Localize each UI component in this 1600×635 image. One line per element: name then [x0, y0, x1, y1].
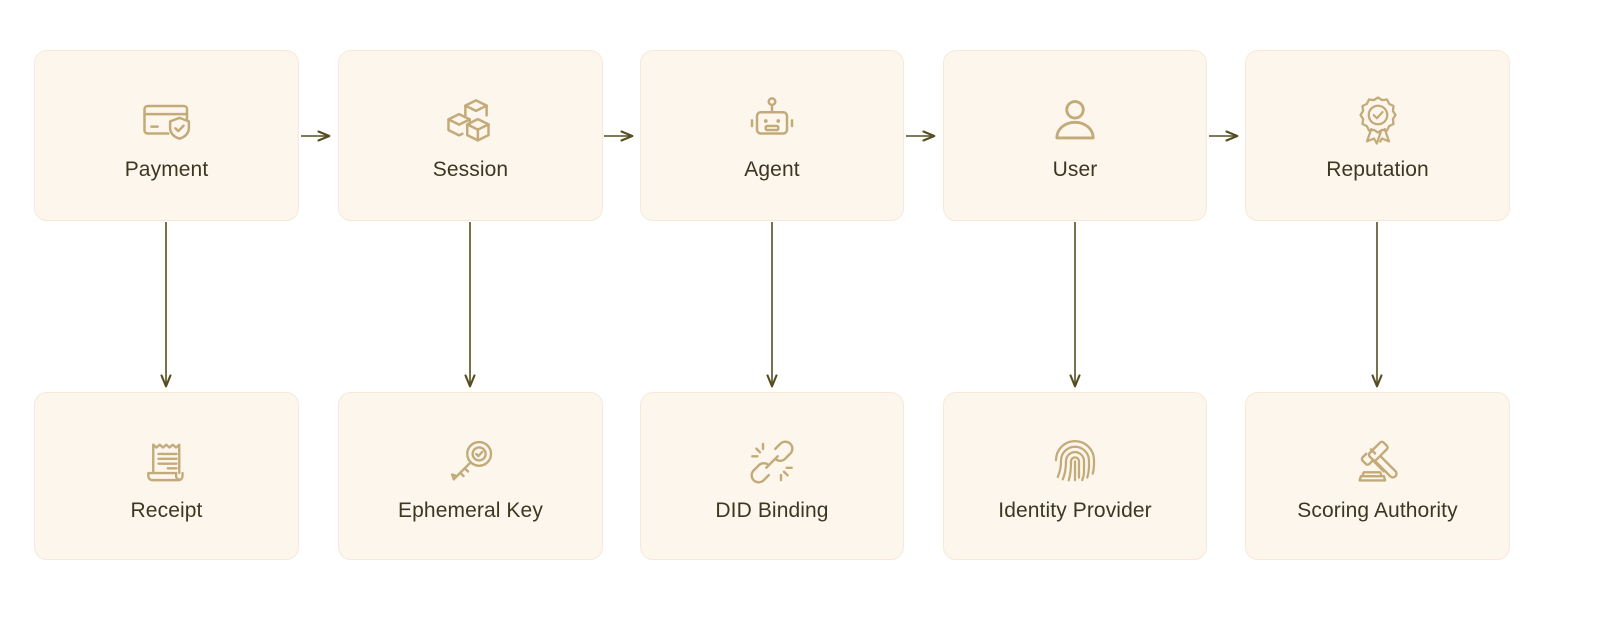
- node-payment[interactable]: Payment: [34, 50, 299, 221]
- node-identity-provider[interactable]: Identity Provider: [943, 392, 1207, 560]
- node-session[interactable]: Session: [338, 50, 603, 221]
- node-did-binding[interactable]: DID Binding: [640, 392, 904, 560]
- credit-card-shield-icon: [137, 91, 197, 151]
- node-reputation[interactable]: Reputation: [1245, 50, 1510, 221]
- node-label-receipt: Receipt: [130, 498, 203, 522]
- boxes-icon: [441, 91, 501, 151]
- node-ephemeral-key[interactable]: Ephemeral Key: [338, 392, 603, 560]
- node-user[interactable]: User: [943, 50, 1207, 221]
- chain-link-icon: [742, 432, 802, 492]
- fingerprint-icon: [1045, 432, 1105, 492]
- node-label-agent: Agent: [744, 158, 800, 181]
- node-agent[interactable]: Agent: [640, 50, 904, 221]
- node-label-did-binding: DID Binding: [715, 498, 829, 522]
- robot-icon: [742, 91, 802, 151]
- gavel-icon: [1348, 432, 1408, 492]
- node-label-payment: Payment: [124, 158, 209, 181]
- node-label-scoring-authority: Scoring Authority: [1297, 498, 1458, 522]
- key-check-icon: [441, 432, 501, 492]
- node-label-identity-provider: Identity Provider: [998, 498, 1152, 522]
- node-receipt[interactable]: Receipt: [34, 392, 299, 560]
- award-ribbon-check-icon: [1348, 91, 1408, 151]
- node-label-user: User: [1052, 158, 1098, 181]
- node-label-ephemeral-key: Ephemeral Key: [398, 498, 543, 522]
- receipt-icon: [137, 432, 197, 492]
- node-label-reputation: Reputation: [1326, 158, 1429, 181]
- node-scoring-authority[interactable]: Scoring Authority: [1245, 392, 1510, 560]
- user-icon: [1045, 91, 1105, 151]
- node-label-session: Session: [432, 158, 509, 181]
